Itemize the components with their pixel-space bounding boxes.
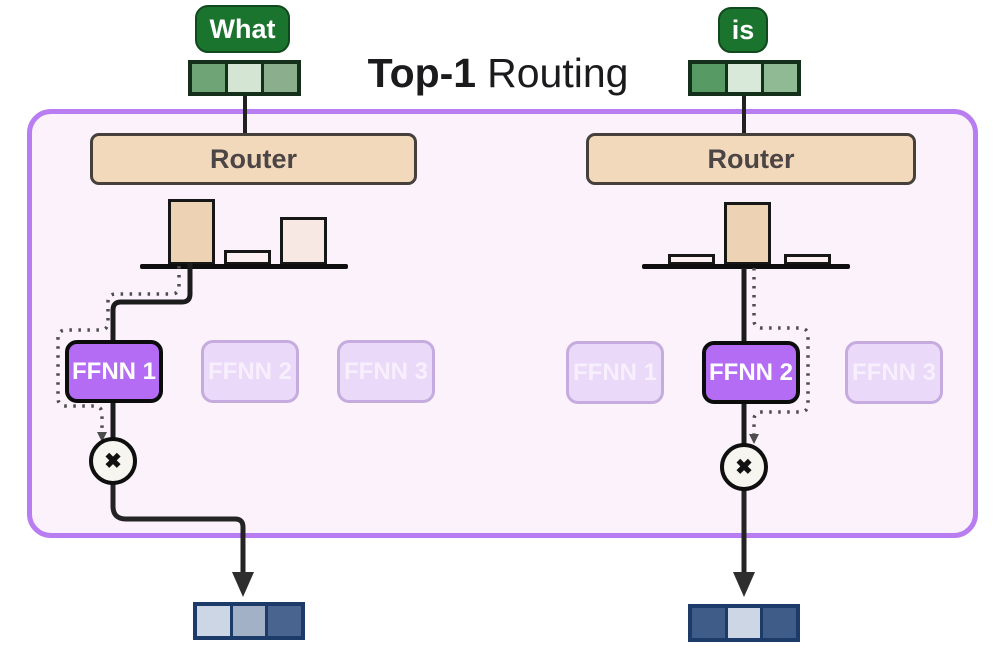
expert-box-ffnn3-left: FFNN 3 bbox=[337, 340, 435, 403]
expert-label: FFNN 3 bbox=[852, 358, 936, 386]
input-embedding-is bbox=[688, 60, 801, 96]
expert-box-ffnn2-left: FFNN 2 bbox=[201, 340, 299, 403]
prob-bar bbox=[224, 250, 271, 265]
chart-baseline bbox=[140, 264, 348, 269]
router-box-left: Router bbox=[90, 133, 417, 185]
router-label: Router bbox=[210, 143, 297, 174]
token-text: What bbox=[209, 13, 276, 44]
token-chip-is: is bbox=[718, 7, 768, 53]
prob-bar bbox=[784, 254, 831, 265]
router-probability-chart-right bbox=[642, 196, 850, 269]
expert-label: FFNN 3 bbox=[344, 357, 428, 385]
expert-box-ffnn1-left: FFNN 1 bbox=[65, 340, 163, 403]
embedding-cell bbox=[228, 64, 261, 92]
token-chip-what: What bbox=[195, 5, 290, 53]
embedding-cell bbox=[232, 606, 266, 636]
embedding-cell bbox=[764, 64, 797, 92]
prob-bar bbox=[668, 254, 715, 265]
multiply-node-left: ✖ bbox=[89, 437, 137, 485]
expert-label: FFNN 2 bbox=[208, 357, 292, 385]
multiply-icon: ✖ bbox=[104, 449, 122, 473]
expert-label: FFNN 1 bbox=[72, 357, 156, 385]
prob-bar bbox=[280, 217, 327, 265]
router-label: Router bbox=[707, 143, 795, 174]
multiply-node-right: ✖ bbox=[720, 443, 768, 491]
expert-box-ffnn1-right: FFNN 1 bbox=[566, 341, 664, 404]
arrowhead-left bbox=[232, 572, 254, 597]
embedding-cell bbox=[728, 64, 761, 92]
expert-label: FFNN 1 bbox=[573, 358, 657, 386]
output-embedding-is bbox=[688, 604, 800, 642]
expert-label: FFNN 2 bbox=[709, 358, 793, 386]
input-embedding-what bbox=[188, 60, 301, 96]
chart-baseline bbox=[642, 264, 850, 269]
router-probability-chart-left bbox=[140, 196, 348, 269]
token-text: is bbox=[731, 14, 755, 45]
title-bold: Top-1 bbox=[367, 49, 477, 96]
embedding-cell bbox=[692, 64, 725, 92]
embedding-cell bbox=[692, 608, 725, 638]
embedding-cell bbox=[268, 606, 302, 636]
arrowhead-right bbox=[733, 572, 755, 597]
output-embedding-what bbox=[193, 602, 305, 640]
prob-bar bbox=[724, 202, 771, 265]
embedding-cell bbox=[763, 608, 797, 638]
diagram-title: Top-1 Routing bbox=[323, 50, 673, 96]
title-regular: Routing bbox=[487, 49, 629, 96]
embedding-cell bbox=[192, 64, 225, 92]
expert-box-ffnn2-right: FFNN 2 bbox=[702, 341, 800, 404]
multiply-icon: ✖ bbox=[735, 455, 753, 479]
embedding-cell bbox=[727, 608, 761, 638]
expert-box-ffnn3-right: FFNN 3 bbox=[845, 341, 943, 404]
router-box-right: Router bbox=[586, 133, 916, 185]
embedding-cell bbox=[264, 64, 297, 92]
embedding-cell bbox=[197, 606, 230, 636]
prob-bar bbox=[168, 199, 215, 265]
